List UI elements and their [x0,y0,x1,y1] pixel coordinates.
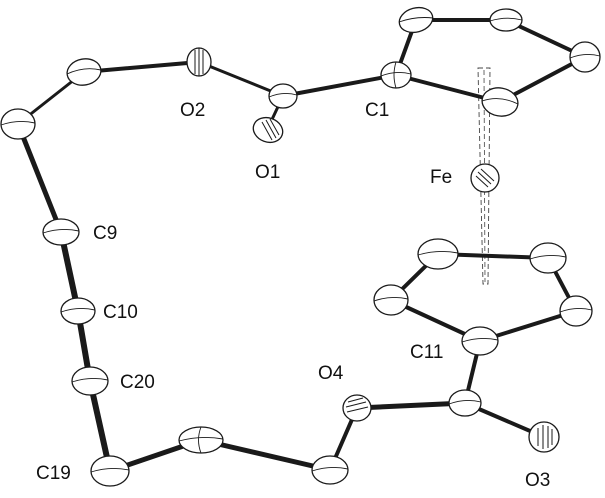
label-c20: C20 [120,372,155,393]
label-c9: C9 [93,223,117,244]
atom-ester-carbon-upper [268,83,298,109]
label-c19: C19 [36,463,71,484]
atom-c11 [461,326,499,356]
atom-c19 [90,455,130,487]
atom-lower-ring-4 [559,295,593,327]
atom-c9 [42,218,80,246]
atom-o3 [528,421,560,453]
atom-fe [470,163,500,193]
label-c11: C11 [410,342,443,363]
atom-ester-carbon-lower [448,389,482,417]
atom-labels: O2 O1 C1 Fe C9 C10 C20 C11 O4 C19 O3 [36,100,550,491]
atom-c1 [380,61,412,89]
atom-o4 [342,394,372,422]
label-c10: C10 [103,302,138,323]
atom-upper-ring-4 [481,87,519,117]
atom-chain-3 [178,426,224,454]
label-c1: C1 [365,100,389,121]
atom-lower-ring-2 [417,238,459,270]
atom-upper-ring-1 [398,6,434,34]
atom-upper-ring-3 [569,41,601,73]
atom-lower-ring-1 [373,284,409,316]
atom-o2 [186,47,212,77]
atom-chain-1 [66,58,102,86]
atoms [0,6,601,487]
label-fe: Fe [430,167,452,188]
atom-c20 [71,366,109,396]
label-o1: O1 [255,162,280,183]
atom-upper-ring-2 [489,8,523,32]
label-o3: O3 [525,470,550,491]
atom-o1 [252,116,284,144]
atom-lower-ring-3 [529,242,567,274]
label-o2: O2 [180,100,205,121]
atom-chain-2 [0,108,36,140]
atom-chain-4 [311,455,349,485]
atom-c10 [60,297,96,325]
label-o4: O4 [318,363,344,384]
